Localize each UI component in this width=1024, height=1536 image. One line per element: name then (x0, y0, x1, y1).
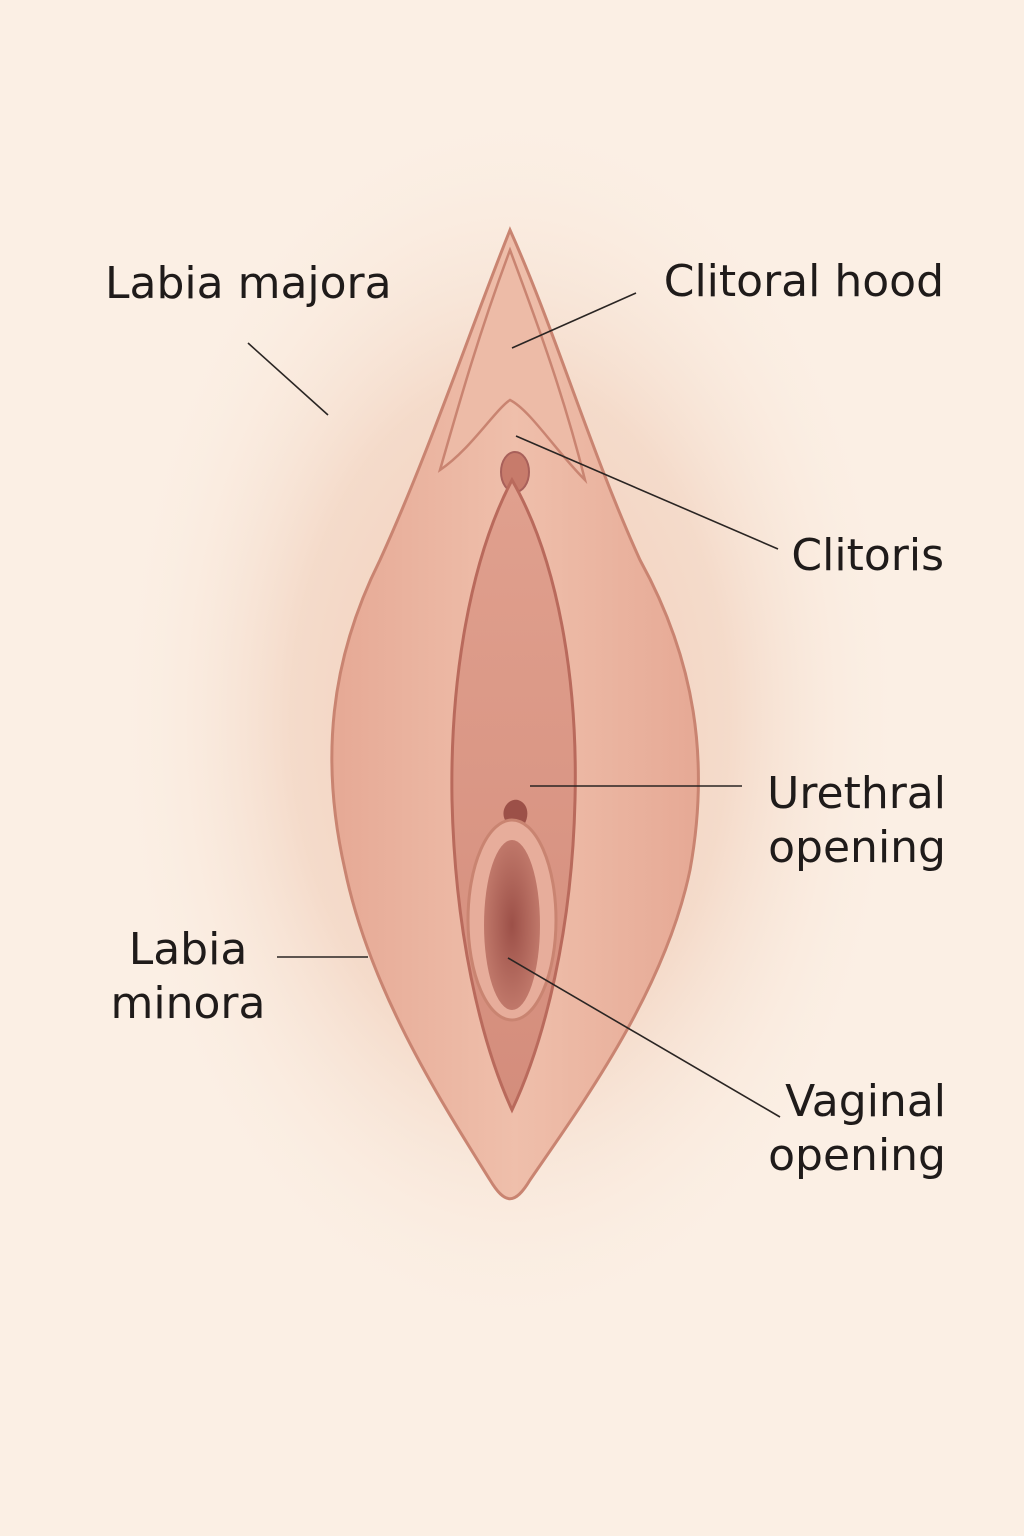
label-clitoral-hood: Clitoral hood (664, 255, 944, 309)
label-clitoris-text: Clitoris (791, 530, 944, 581)
leader-line-vaginal-opening (507, 957, 781, 1118)
label-urethral-opening-line-2: opening (768, 822, 946, 873)
label-labia-majora: Labia majora (105, 257, 392, 311)
clitoral-hood-shape (437, 246, 588, 485)
label-urethral-opening: Urethral opening (767, 767, 946, 875)
label-labia-minora: Labia minora (108, 923, 268, 1031)
label-urethral-opening-line-1: Urethral (767, 768, 946, 819)
leader-line-labia-majora (247, 342, 329, 416)
label-clitoral-hood-text: Clitoral hood (663, 256, 944, 307)
label-vaginal-opening-line-1: Vaginal (785, 1076, 946, 1127)
label-clitoris: Clitoris (791, 529, 944, 583)
label-vaginal-opening-line-2: opening (768, 1130, 946, 1181)
label-labia-minora-line-2: minora (110, 978, 266, 1029)
leader-line-clitoris (515, 435, 779, 550)
label-labia-minora-line-1: Labia (128, 924, 248, 975)
leader-line-clitoral-hood (511, 292, 637, 349)
vaginal-opening-shape (484, 840, 540, 1010)
label-vaginal-opening: Vaginal opening (768, 1075, 946, 1183)
label-labia-majora-text: Labia majora (105, 258, 392, 309)
